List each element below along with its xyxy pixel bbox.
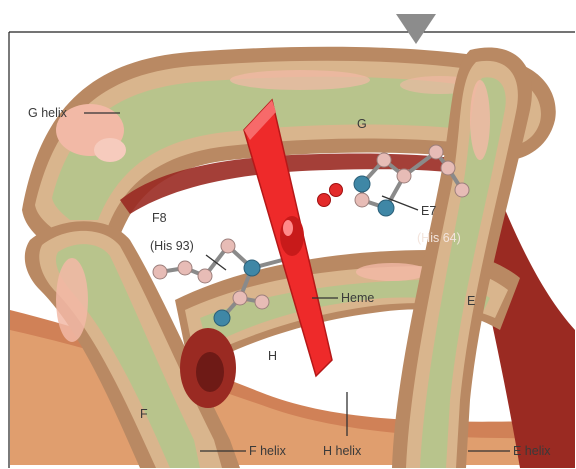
- label-h-helix: H helix: [323, 444, 362, 458]
- label-his93: (His 93): [150, 239, 194, 253]
- label-f8: F8: [152, 211, 167, 225]
- label-heme: Heme: [341, 291, 374, 305]
- label-g: G: [357, 117, 367, 131]
- label-g-helix: G helix: [28, 106, 68, 120]
- label-e7: E7: [421, 204, 436, 218]
- label-e: E: [467, 294, 475, 308]
- label-f: F: [140, 407, 148, 421]
- label-e-helix: E helix: [513, 444, 551, 458]
- label-h: H: [268, 349, 277, 363]
- label-his64: (His 64): [417, 231, 461, 245]
- label-f-helix: F helix: [249, 444, 287, 458]
